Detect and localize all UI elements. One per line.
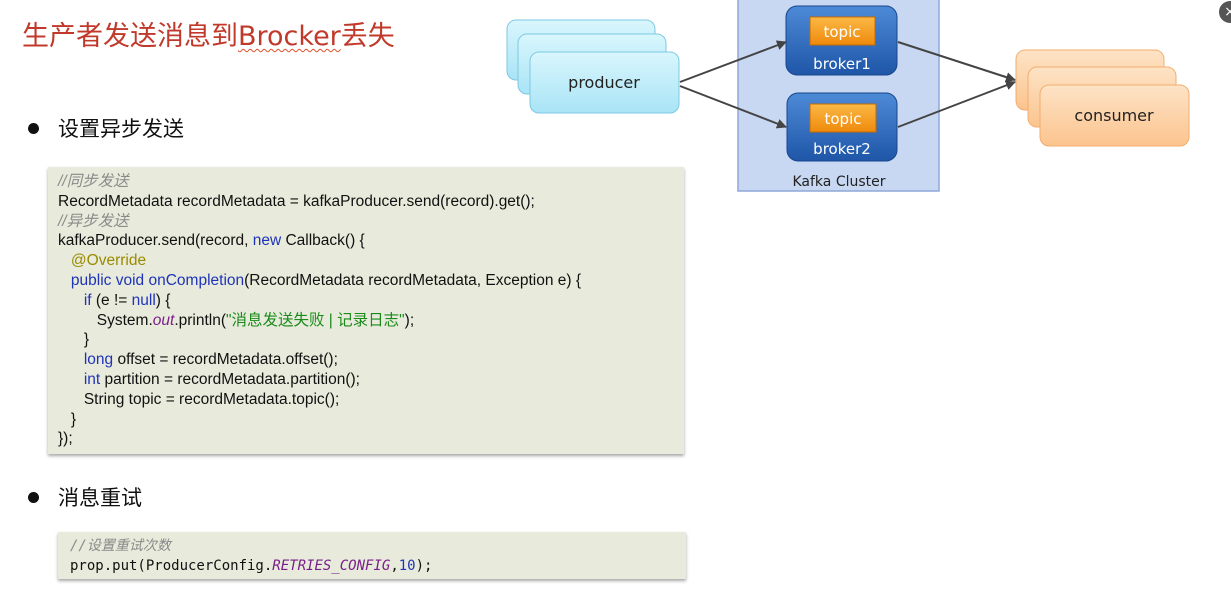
code-token: public void bbox=[70, 271, 145, 289]
bullet-async-send: 设置异步发送 bbox=[28, 113, 184, 143]
code-token: null bbox=[131, 291, 156, 309]
code-token: "消息发送失败 | 记录日志" bbox=[226, 311, 405, 329]
code-token: int bbox=[83, 370, 101, 388]
bullet-dot-icon bbox=[28, 122, 39, 134]
code-token: onCompletion bbox=[148, 271, 245, 289]
code-token: ) { bbox=[155, 291, 171, 309]
slide-title: 生产者发送消息到Brocker丢失 bbox=[22, 14, 395, 53]
kafka-cluster-label: Kafka Cluster bbox=[792, 174, 885, 190]
broker2-topic-label: topic bbox=[825, 110, 862, 128]
code-line: public void onCompletion(RecordMetadata … bbox=[58, 271, 684, 291]
code-token: (e != bbox=[91, 291, 132, 309]
code-token: kafkaProducer.send(record, bbox=[58, 232, 253, 250]
close-icon[interactable]: × bbox=[1219, 1, 1231, 23]
code-token: 10 bbox=[398, 558, 416, 574]
code-token: } bbox=[83, 331, 90, 349]
bullet-retry: 消息重试 bbox=[28, 482, 142, 512]
producer-label: producer bbox=[568, 73, 640, 92]
code-token: Callback() { bbox=[281, 232, 365, 250]
code-line: //同步发送 bbox=[58, 173, 129, 190]
arrow-broker2-to-consumer bbox=[897, 80, 1016, 128]
producer-box-front bbox=[529, 51, 680, 114]
code-line: } bbox=[58, 410, 684, 430]
code-token: .println( bbox=[174, 311, 226, 329]
code-line: @Override bbox=[58, 251, 684, 271]
code-line: //异步发送 bbox=[58, 212, 129, 230]
title-suffix: 丢失 bbox=[340, 21, 395, 52]
code-line: if (e != null) { bbox=[58, 291, 684, 311]
code-token: System. bbox=[96, 311, 153, 329]
code-line: int partition = recordMetadata.partition… bbox=[58, 370, 684, 390]
broker1-topic-box bbox=[809, 16, 876, 46]
code-line: String topic = recordMetadata.topic(); bbox=[58, 390, 684, 410]
code-line: } bbox=[58, 330, 684, 350]
code-token: long bbox=[83, 351, 114, 369]
code-line: RecordMetadata recordMetadata = kafkaPro… bbox=[58, 192, 535, 210]
code-token: new bbox=[252, 232, 282, 250]
broker1-name: broker1 bbox=[813, 55, 871, 73]
code-token: ); bbox=[415, 558, 433, 574]
arrow-broker1-to-consumer bbox=[897, 41, 1016, 82]
code-token: prop.put(ProducerConfig. bbox=[70, 558, 273, 574]
bullet-dot-icon bbox=[28, 491, 39, 503]
code-token: , bbox=[390, 558, 399, 574]
title-underlined-word: Brocker bbox=[238, 21, 341, 52]
consumer-label: consumer bbox=[1074, 106, 1154, 125]
code-token: } bbox=[70, 410, 77, 428]
arrow-producer-to-broker1 bbox=[679, 40, 787, 83]
code-token: String topic = recordMetadata.topic(); bbox=[83, 390, 340, 408]
code-line: System.out.println("消息发送失败 | 记录日志"); bbox=[58, 311, 684, 331]
code-line: prop.put(ProducerConfig.RETRIES_CONFIG,1… bbox=[70, 556, 686, 576]
broker2-name: broker2 bbox=[813, 140, 871, 158]
bullet-async-send-label: 设置异步发送 bbox=[58, 117, 184, 141]
code-block-retry: //设置重试次数 prop.put(ProducerConfig.RETRIES_… bbox=[58, 532, 686, 579]
code-token: RETRIES_CONFIG bbox=[272, 558, 391, 574]
title-prefix: 生产者发送消息到 bbox=[22, 21, 238, 52]
code-line: kafkaProducer.send(record, new Callback(… bbox=[58, 231, 684, 251]
bullet-retry-label: 消息重试 bbox=[58, 486, 142, 510]
broker1-topic-label: topic bbox=[824, 23, 861, 41]
code-token: out bbox=[152, 311, 175, 329]
code-token: if bbox=[83, 291, 92, 309]
code-line: long offset = recordMetadata.offset(); bbox=[58, 350, 684, 370]
arrow-producer-to-broker2 bbox=[679, 85, 787, 129]
code-block-async: //同步发送 RecordMetadata recordMetadata = ka… bbox=[48, 167, 684, 454]
broker2-topic-box bbox=[809, 103, 877, 133]
code-line: //设置重试次数 bbox=[70, 538, 171, 554]
code-token: ); bbox=[404, 311, 415, 329]
kafka-diagram: Kafka Cluster producer consumer topic br… bbox=[506, 0, 1190, 192]
code-line: }); bbox=[58, 430, 73, 448]
code-token: @Override bbox=[70, 252, 147, 270]
code-token: (RecordMetadata recordMetadata, Exceptio… bbox=[244, 271, 582, 289]
code-token: partition = recordMetadata.partition(); bbox=[100, 370, 360, 388]
code-token: offset = recordMetadata.offset(); bbox=[113, 351, 338, 369]
consumer-box-front bbox=[1039, 84, 1190, 147]
